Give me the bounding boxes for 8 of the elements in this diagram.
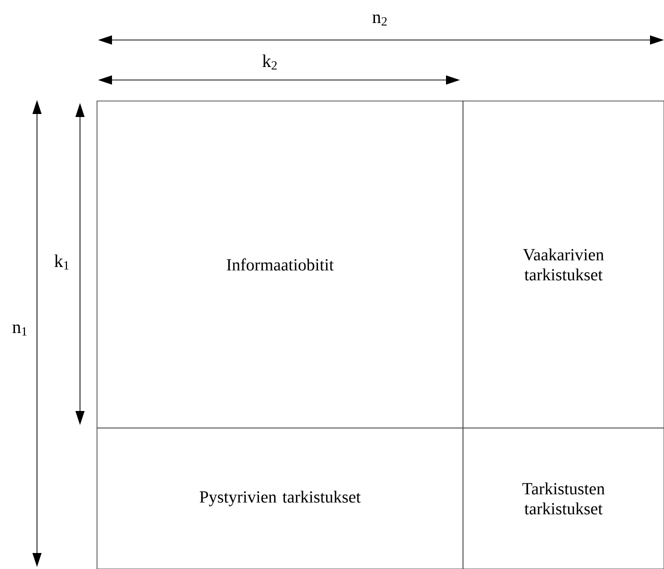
dimension-label: k$_{1}$ xyxy=(54,254,69,270)
table-cell: Pystyrivien tarkistukset xyxy=(96,428,464,569)
table-cell: Vaakarivien tarkistukset xyxy=(462,100,664,428)
table-cell: Tarkistusten tarkistukset xyxy=(462,428,664,569)
dimension-label: n$_{2}$ xyxy=(372,14,387,26)
dimension-label: k$_{2}$ xyxy=(262,54,277,70)
table-cell: Informaatiobitit xyxy=(96,100,464,428)
dimension-label: n$_{1}$ xyxy=(12,324,27,336)
